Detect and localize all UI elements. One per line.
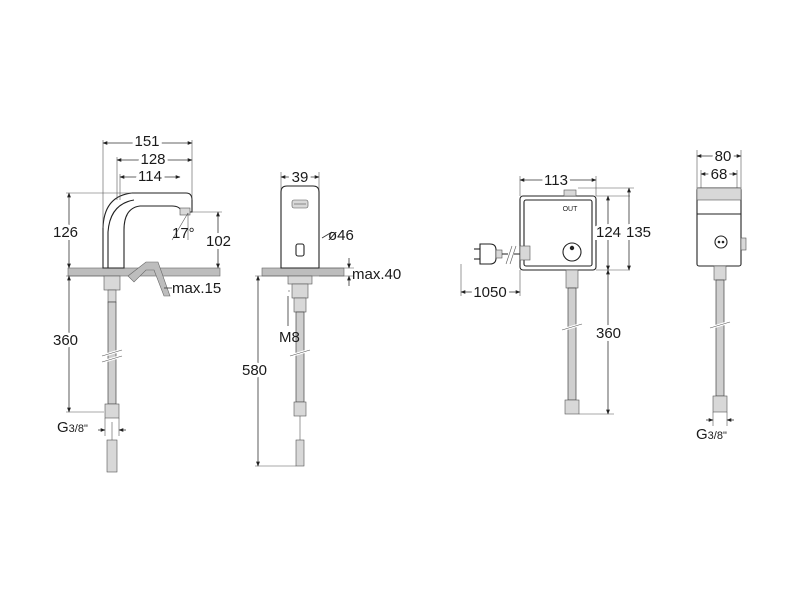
dim-height: 126 [53, 224, 78, 241]
dim-front-max-deck: max.40 [352, 266, 401, 283]
dim-side-width-outer: 80 [715, 148, 732, 165]
dim-depth: 580 [242, 362, 267, 379]
dim-side-thread: G3/8" [696, 426, 727, 443]
box-hose [567, 287, 577, 401]
dim-width-total: 151 [134, 133, 159, 150]
dim-max-deck: max.15 [172, 280, 221, 297]
dim-front-width: 39 [292, 169, 309, 186]
dim-width-inner: 114 [138, 168, 162, 185]
dim-cable-length: 1050 [473, 284, 506, 301]
sensor-window [295, 243, 305, 257]
dim-box-height-outer: 135 [626, 224, 651, 241]
faucet-front-body [280, 185, 320, 269]
dim-width-mid: 128 [140, 151, 165, 168]
deck-bracket [127, 261, 171, 297]
dim-box-hose-length: 360 [596, 325, 621, 342]
dim-box-width: 113 [544, 172, 568, 189]
dim-angle: 17° [172, 225, 195, 242]
control-box [519, 195, 597, 271]
faucet-front-view: 39 ø46 max.40 M8 580 [239, 166, 401, 467]
countertop [261, 267, 345, 277]
side-hose [715, 279, 725, 397]
box-side-view: 80 68 G3/8" [696, 145, 747, 443]
dim-hose-length: 360 [53, 332, 78, 349]
adjust-dial [562, 242, 582, 262]
power-plug [479, 243, 497, 265]
dim-side-width-inner: 68 [711, 166, 728, 183]
dim-diameter: ø46 [328, 227, 354, 244]
control-box-view: OUT 113 124 135 1050 [460, 169, 654, 415]
dim-spout-height: 102 [206, 233, 231, 250]
dim-box-height-inner: 124 [596, 224, 621, 241]
front-hose [295, 311, 305, 403]
dim-bolt: M8 [279, 329, 300, 346]
faucet-side-view: 151 128 114 126 102 17° max.15 360 [50, 130, 234, 473]
box-out-label: OUT [563, 206, 579, 213]
dim-thread: G3/8" [57, 419, 88, 436]
